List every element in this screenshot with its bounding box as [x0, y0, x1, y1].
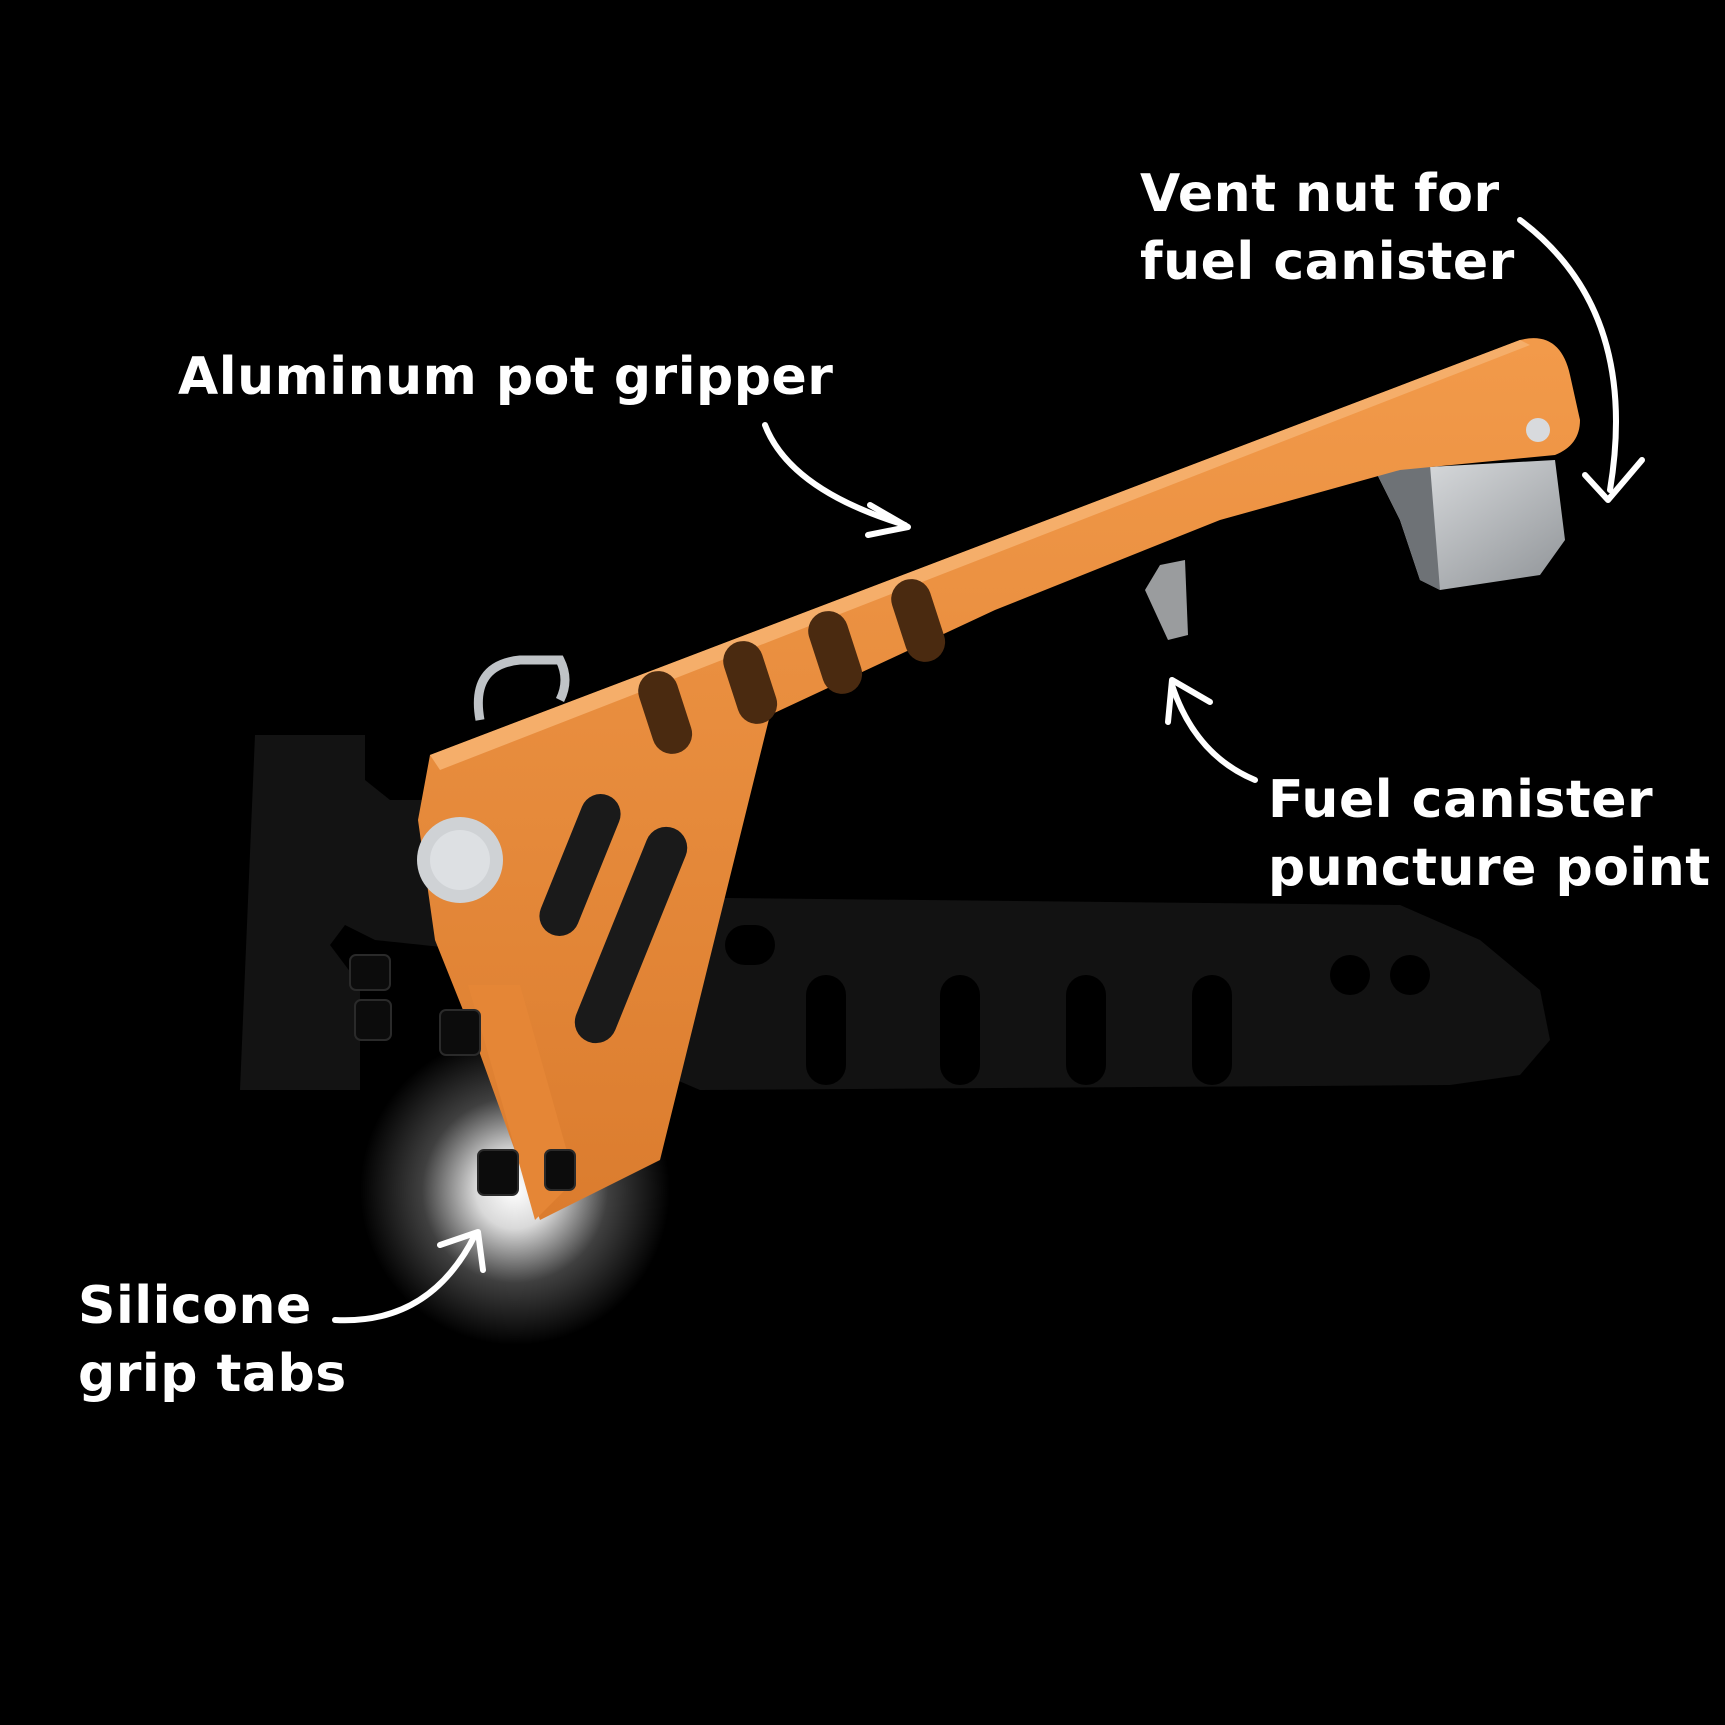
vent-nut-callout: Vent nut for fuel canister	[1140, 160, 1515, 296]
arrow-silicone	[332, 1232, 478, 1324]
arrow-puncture	[1169, 682, 1258, 783]
puncture-point-callout: Fuel canister puncture point	[1268, 766, 1711, 902]
puncture-line2: puncture point	[1268, 838, 1711, 898]
pot-gripper-line1: Aluminum pot gripper	[178, 347, 834, 407]
arrow-puncture-head	[1165, 677, 1213, 725]
arrow-vent-nut-head	[1582, 457, 1645, 503]
silicone-grip-tabs	[349, 954, 576, 1196]
pot-gripper-callout: Aluminum pot gripper	[178, 343, 833, 411]
arrow-silicone-head	[437, 1229, 486, 1273]
arrow-pot-gripper	[762, 422, 908, 528]
vent-nut-line2: fuel canister	[1140, 232, 1515, 292]
wire-loop	[473, 655, 570, 721]
arrow-vent-nut	[1517, 217, 1619, 493]
vent-nut	[1375, 460, 1565, 590]
tip-rivet	[1526, 418, 1550, 442]
orange-handle	[418, 338, 1580, 1220]
arrow-pot-gripper-head	[865, 502, 911, 538]
puncture-line1: Fuel canister	[1268, 770, 1654, 830]
vent-nut-line1: Vent nut for	[1140, 164, 1500, 224]
puncture-blade	[1145, 560, 1188, 640]
black-handle	[240, 735, 1550, 1090]
silicone-line2: grip tabs	[78, 1344, 347, 1404]
silicone-line1: Silicone	[78, 1276, 312, 1336]
silicone-tabs-callout: Silicone grip tabs	[78, 1272, 347, 1408]
